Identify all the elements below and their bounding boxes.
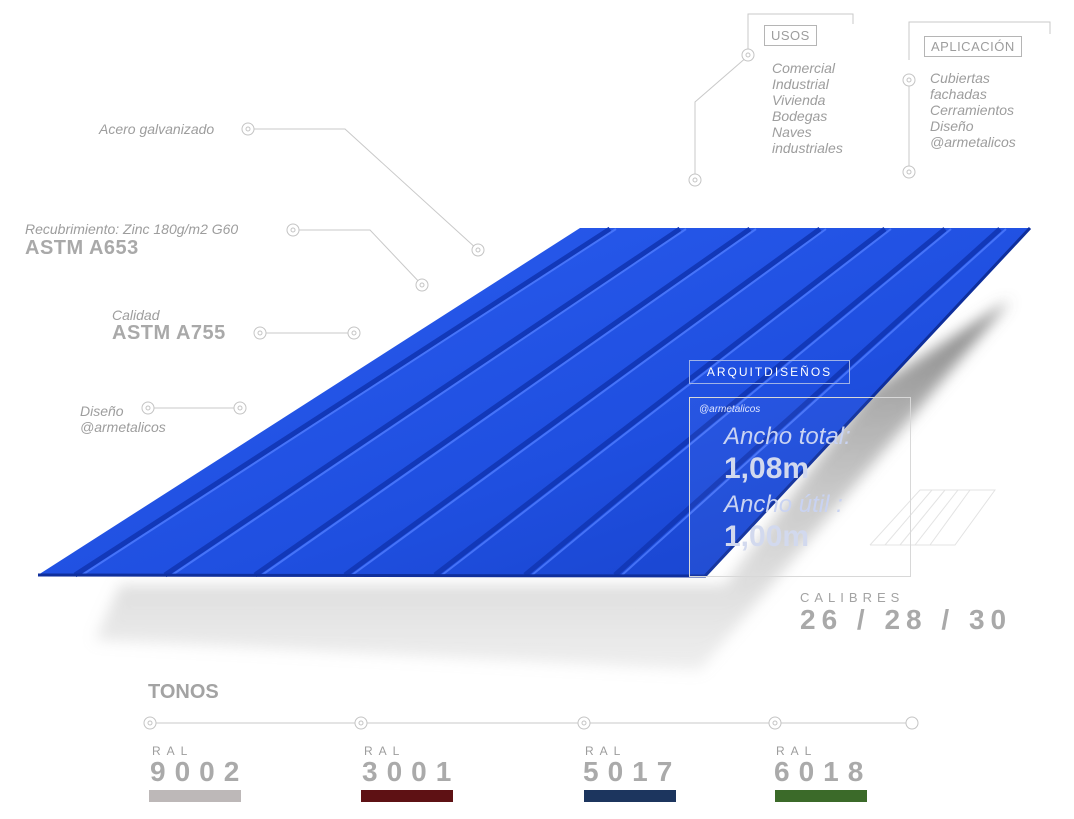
list-item: Cerramientos: [930, 102, 1015, 118]
ancho-util-value: 1,00m: [724, 520, 810, 553]
list-item: Diseño: [930, 118, 974, 134]
tonos-title: TONOS: [148, 681, 219, 703]
list-item: Naves: [772, 124, 812, 140]
calibres-label: CALIBRES: [800, 590, 905, 605]
ancho-util-label: Ancho útil :: [724, 491, 843, 518]
list-item: Vivienda: [772, 92, 826, 108]
ral-code: 6018: [774, 756, 873, 787]
info-box: [689, 397, 911, 577]
ral-code: 3001: [362, 756, 461, 787]
aplicacion-title: APLICACIÓN: [924, 36, 1022, 57]
label-recubrimiento: Recubrimiento: Zinc 180g/m2 G60: [25, 221, 239, 237]
info-box-handle: @armetalicos: [699, 404, 761, 415]
calibres-value: 26 / 28 / 30: [800, 604, 1013, 635]
list-item: @armetalicos: [930, 134, 1016, 150]
usos-list: Comercial Industrial Vivienda Bodegas Na…: [772, 60, 843, 156]
ral-label: RAL: [152, 744, 194, 758]
color-swatch: [361, 790, 453, 802]
list-item: industriales: [772, 140, 843, 156]
label-astm-a755: ASTM A755: [112, 322, 226, 344]
ancho-total-label: Ancho total:: [724, 423, 851, 450]
list-item: Industrial: [772, 76, 829, 92]
label-calidad: Calidad: [112, 307, 160, 323]
ral-label: RAL: [776, 744, 818, 758]
brand-box: ARQUITDISEÑOS: [689, 360, 850, 384]
ancho-total-value: 1,08m: [724, 452, 810, 485]
list-item: fachadas: [930, 86, 987, 102]
color-swatch: [584, 790, 676, 802]
label-diseno-handle: @armetalicos: [80, 419, 166, 435]
color-swatch: [149, 790, 241, 802]
ral-label: RAL: [585, 744, 627, 758]
ral-code: 9002: [150, 756, 249, 787]
list-item: Comercial: [772, 60, 836, 76]
list-item: Bodegas: [772, 108, 828, 124]
aplicacion-list: Cubiertas fachadas Cerramientos Diseño @…: [930, 70, 1016, 150]
ral-label: RAL: [364, 744, 406, 758]
list-item: Cubiertas: [930, 70, 990, 86]
color-swatch: [775, 790, 867, 802]
label-acero-galvanizado: Acero galvanizado: [99, 121, 215, 137]
label-astm-a653: ASTM A653: [25, 237, 139, 259]
ral-code: 5017: [583, 756, 682, 787]
label-diseno: Diseño: [80, 403, 124, 419]
usos-title: USOS: [764, 25, 817, 46]
